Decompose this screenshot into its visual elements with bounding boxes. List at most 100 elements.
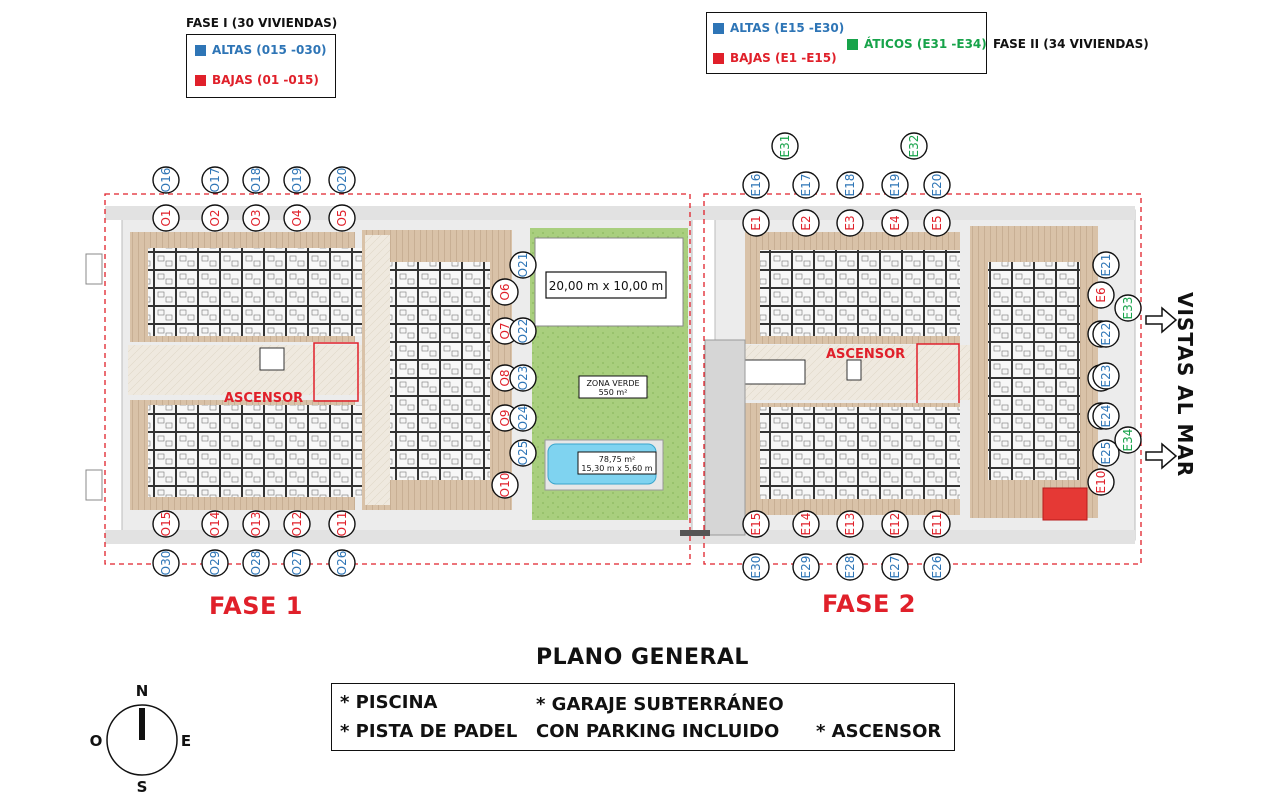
unit-circle [1114, 294, 1142, 322]
unit-label: O28 [249, 551, 263, 576]
unit-marker-o22: O22 [509, 317, 537, 345]
unit-circle [742, 209, 770, 237]
unit-label: E2 [799, 215, 813, 230]
unit-circle [742, 510, 770, 538]
legend-fase2-altas-label: ALTAS (E15 -E30) [730, 21, 845, 35]
legend-fase1-title: FASE I (30 VIVIENDAS) [186, 16, 338, 30]
unit-marker-o15: O15 [152, 510, 180, 538]
unit-marker-e18: E18 [836, 171, 864, 199]
phase1-block-top [148, 248, 363, 336]
unit-label: O13 [249, 512, 263, 537]
unit-circle [836, 171, 864, 199]
unit-marker-e34: E34 [1114, 426, 1142, 454]
unit-marker-o28: O28 [242, 549, 270, 577]
feature-ascensor: * ASCENSOR [816, 721, 942, 742]
unit-circle [242, 549, 270, 577]
legend-fase1-box: ALTAS (015 -030) BAJAS (01 -015) [186, 34, 336, 98]
phase1-east-block [390, 262, 490, 480]
unit-marker-o24: O24 [509, 404, 537, 432]
phase1-block-bottom [148, 405, 363, 497]
unit-marker-o16: O16 [152, 166, 180, 194]
unit-label: O20 [335, 168, 349, 193]
unit-label: O14 [208, 512, 222, 537]
unit-circle [509, 317, 537, 345]
legend-fase2-box: ALTAS (E15 -E30) BAJAS (E1 -E15) ÁTICOS … [706, 12, 987, 74]
unit-marker-e16: E16 [742, 171, 770, 199]
unit-label: O26 [335, 551, 349, 576]
unit-circle [242, 510, 270, 538]
unit-marker-o23: O23 [509, 364, 537, 392]
unit-label: E25 [1099, 442, 1113, 465]
unit-circle [881, 510, 909, 538]
unit-label: E17 [799, 174, 813, 197]
unit-marker-e23: E23 [1092, 362, 1120, 390]
unit-circle [771, 132, 799, 160]
unit-marker-e24: E24 [1092, 402, 1120, 430]
unit-marker-e31: E31 [771, 132, 799, 160]
unit-marker-e19: E19 [881, 171, 909, 199]
unit-circle [1092, 251, 1120, 279]
unit-circle [283, 549, 311, 577]
unit-circle [283, 510, 311, 538]
feature-piscina: * PISCINA [340, 692, 438, 713]
unit-label: O7 [498, 322, 512, 339]
unit-label: O5 [335, 209, 349, 226]
pool-area-label: 78,75 m² [599, 455, 635, 464]
unit-circle [152, 204, 180, 232]
unit-label: E19 [888, 174, 902, 197]
unit-label: O25 [516, 441, 530, 466]
unit-label: O27 [290, 551, 304, 576]
unit-marker-o6: O6 [491, 278, 519, 306]
unit-circle [328, 166, 356, 194]
unit-label: E13 [843, 513, 857, 536]
unit-label: O24 [516, 406, 530, 431]
unit-circle [201, 549, 229, 577]
zona-verde-label: ZONA VERDE [586, 379, 639, 388]
legend-swatch-baja [713, 52, 724, 64]
legend-swatch-baja [195, 74, 206, 86]
unit-circle [742, 171, 770, 199]
compass-n: N [136, 682, 149, 700]
walkway-bottom [105, 530, 1135, 544]
unit-label: E11 [930, 513, 944, 536]
unit-circle [283, 204, 311, 232]
unit-marker-e26: E26 [923, 553, 951, 581]
feature-padel: * PISTA DE PADEL [340, 721, 518, 742]
unit-marker-o18: O18 [242, 166, 270, 194]
unit-label: E10 [1094, 471, 1108, 494]
unit-circle [509, 364, 537, 392]
unit-marker-o2: O2 [201, 204, 229, 232]
unit-circle [152, 549, 180, 577]
gate-left-bottom [85, 469, 103, 501]
unit-circle [509, 439, 537, 467]
unit-label: O16 [159, 168, 173, 193]
unit-circle [328, 549, 356, 577]
unit-marker-o21: O21 [509, 251, 537, 279]
unit-circle [923, 171, 951, 199]
unit-label: O21 [516, 253, 530, 278]
green-zone [532, 338, 688, 520]
unit-marker-o3: O3 [242, 204, 270, 232]
legend-fase2-bajas-label: BAJAS (E1 -E15) [730, 51, 837, 65]
unit-marker-e25: E25 [1092, 439, 1120, 467]
phase2-east-block [988, 262, 1080, 480]
legend-fase1-altas: ALTAS (015 -030) [195, 43, 327, 57]
unit-label: O2 [208, 209, 222, 226]
unit-circle [881, 209, 909, 237]
unit-marker-o4: O4 [283, 204, 311, 232]
unit-marker-e11: E11 [923, 510, 951, 538]
unit-label: E30 [749, 556, 763, 579]
unit-marker-o5: O5 [328, 204, 356, 232]
bench-bottom [680, 530, 710, 536]
unit-label: E24 [1099, 405, 1113, 428]
unit-marker-e28: E28 [836, 553, 864, 581]
unit-circle [881, 553, 909, 581]
unit-label: E31 [778, 135, 792, 158]
unit-circle [1092, 320, 1120, 348]
unit-marker-e6: E6 [1087, 281, 1115, 309]
unit-circle [1087, 468, 1115, 496]
unit-label: E34 [1121, 429, 1135, 452]
unit-label: E22 [1099, 323, 1113, 346]
unit-circle [201, 510, 229, 538]
